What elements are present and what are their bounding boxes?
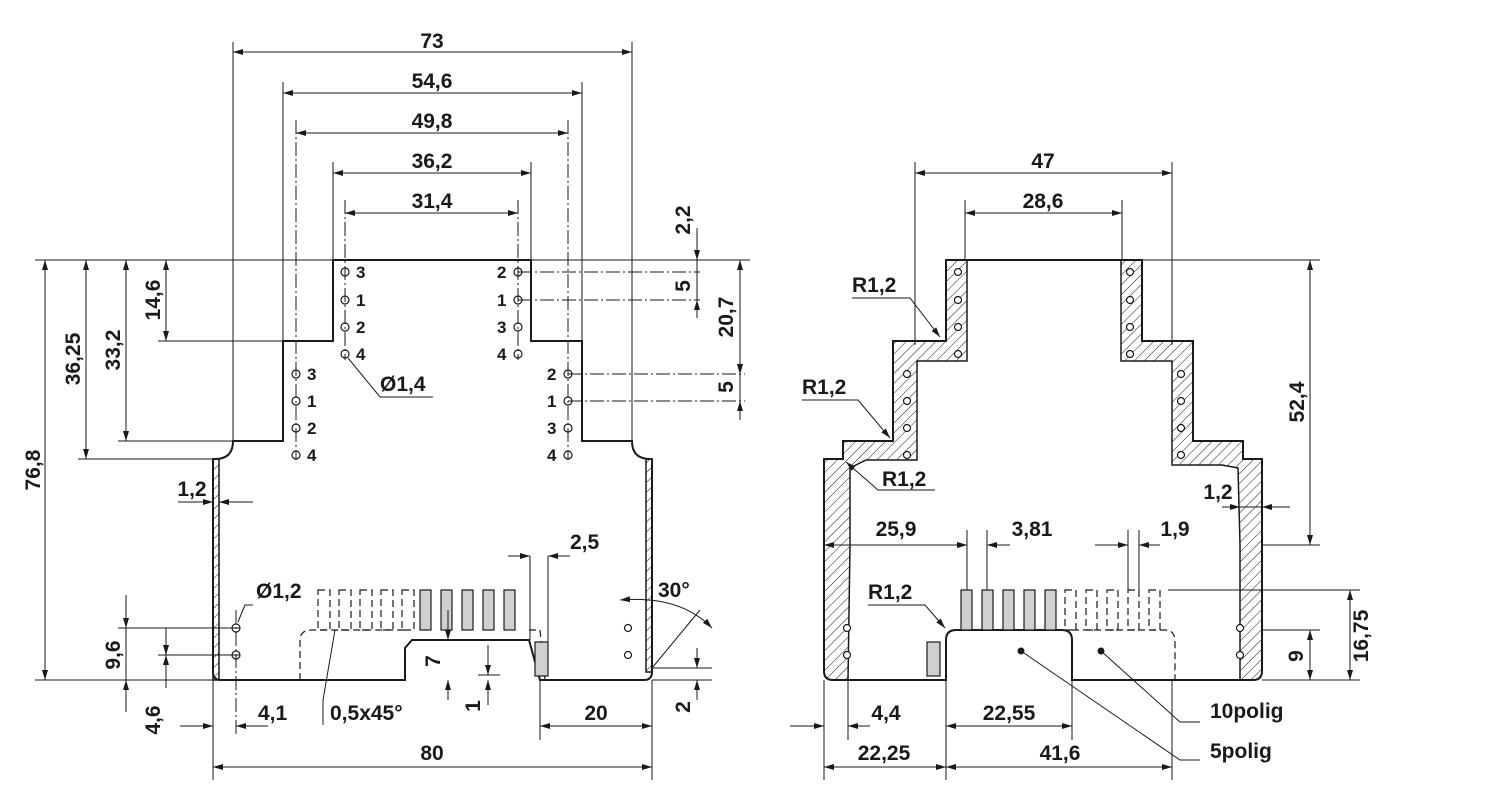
dim-7: 7 bbox=[422, 655, 445, 667]
right-view: 47 28,6 R1,2 R1,2 R1,2 R1,2 52,4 1,2 25,… bbox=[790, 150, 1373, 780]
right-pin-row bbox=[926, 589, 1161, 677]
dim-3-81: 3,81 bbox=[1012, 518, 1053, 541]
dim-31-4: 31,4 bbox=[412, 190, 453, 213]
terminal-number: 1 bbox=[356, 291, 365, 310]
dim-2-bottom: 2 bbox=[672, 701, 695, 713]
terminal-number: 4 bbox=[497, 345, 507, 364]
left-housing-outline bbox=[212, 259, 653, 681]
terminal-number: 4 bbox=[356, 345, 366, 364]
dim-radius-1: R1,2 bbox=[852, 274, 896, 297]
dim-4-1: 4,1 bbox=[258, 702, 288, 725]
dim-wall-1-2: 1,2 bbox=[177, 478, 206, 501]
dim-16-75: 16,75 bbox=[1350, 609, 1373, 662]
dim-22-55: 22,55 bbox=[983, 702, 1036, 725]
right-dimension-lines bbox=[790, 170, 1353, 770]
left-view: 3 1 2 4 2 1 3 4 3 1 2 4 2 1 3 4 bbox=[22, 30, 750, 780]
dim-76-8: 76,8 bbox=[22, 449, 45, 490]
left-pin-row bbox=[317, 589, 549, 677]
label-5-poles: 5polig bbox=[1210, 740, 1272, 763]
dim-20-7: 20,7 bbox=[715, 297, 738, 338]
left-wall-right bbox=[645, 458, 653, 673]
terminal-number: 4 bbox=[307, 446, 317, 465]
dim-36-25: 36,25 bbox=[62, 332, 85, 385]
left-dimension-lines bbox=[42, 49, 743, 770]
dim-5-top: 5 bbox=[672, 280, 695, 292]
left-extension-lines bbox=[35, 42, 750, 780]
left-terminal-holes bbox=[231, 267, 633, 660]
dim-14-6: 14,6 bbox=[142, 280, 165, 321]
terminal-number: 1 bbox=[307, 392, 316, 411]
dim-36-2: 36,2 bbox=[412, 150, 453, 173]
dim-5-mid: 5 bbox=[715, 381, 738, 393]
dim-2-2: 2,2 bbox=[672, 205, 695, 234]
right-extension-lines bbox=[823, 162, 1360, 780]
terminal-number: 1 bbox=[547, 392, 556, 411]
dim-9: 9 bbox=[1285, 650, 1308, 662]
right-dimension-texts: 47 28,6 R1,2 R1,2 R1,2 R1,2 52,4 1,2 25,… bbox=[802, 150, 1373, 765]
dim-chamfer: 0,5x45° bbox=[330, 702, 403, 725]
label-10-poles: 10polig bbox=[1210, 700, 1284, 723]
dim-hole-1-4: Ø1,4 bbox=[380, 373, 426, 396]
terminal-number: 2 bbox=[547, 365, 556, 384]
left-inner-cavity bbox=[299, 629, 546, 681]
dim-2-5: 2,5 bbox=[570, 531, 600, 554]
terminal-number: 1 bbox=[497, 291, 506, 310]
left-wall-left bbox=[212, 458, 220, 681]
dim-hole-1-2: Ø1,2 bbox=[256, 580, 302, 603]
terminal-number: 3 bbox=[356, 263, 365, 282]
right-terminal-holes bbox=[842, 267, 1245, 660]
dim-73: 73 bbox=[420, 30, 443, 53]
dim-radius-2: R1,2 bbox=[802, 376, 846, 399]
dim-80: 80 bbox=[420, 742, 443, 765]
dim-49-8: 49,8 bbox=[412, 110, 453, 133]
left-centerlines bbox=[235, 120, 745, 735]
terminal-number: 2 bbox=[356, 318, 365, 337]
left-terminal-numbers: 3 1 2 4 2 1 3 4 3 1 2 4 2 1 3 4 bbox=[307, 263, 557, 465]
dim-wall-right: 1,2 bbox=[1203, 481, 1232, 504]
dim-20: 20 bbox=[584, 702, 607, 725]
dim-25-9: 25,9 bbox=[876, 518, 917, 541]
terminal-number: 4 bbox=[547, 446, 557, 465]
right-inner-cavity bbox=[1072, 629, 1176, 680]
dim-47: 47 bbox=[1031, 150, 1054, 173]
dim-54-6: 54,6 bbox=[412, 70, 453, 93]
dim-1: 1 bbox=[462, 700, 485, 712]
dim-angle-30: 30° bbox=[658, 579, 690, 602]
dim-1-9: 1,9 bbox=[1160, 518, 1189, 541]
dim-9-6: 9,6 bbox=[102, 640, 125, 669]
terminal-number: 3 bbox=[307, 365, 316, 384]
terminal-number: 3 bbox=[547, 419, 556, 438]
dim-radius-3: R1,2 bbox=[882, 468, 926, 491]
right-housing-outline bbox=[823, 259, 1263, 681]
dim-4-4: 4,4 bbox=[871, 702, 901, 725]
left-dimension-texts: 73 54,6 49,8 36,2 31,4 76,8 36,25 33,2 1… bbox=[22, 30, 738, 765]
dim-41-6: 41,6 bbox=[1040, 742, 1081, 765]
dim-52-4: 52,4 bbox=[1286, 381, 1309, 422]
terminal-number: 2 bbox=[497, 263, 506, 282]
dim-22-25: 22,25 bbox=[858, 742, 911, 765]
dim-28-6: 28,6 bbox=[1023, 190, 1064, 213]
terminal-number: 3 bbox=[497, 318, 506, 337]
terminal-number: 2 bbox=[307, 419, 316, 438]
dim-radius-4: R1,2 bbox=[868, 581, 912, 604]
dim-4-6: 4,6 bbox=[142, 705, 165, 734]
dim-33-2: 33,2 bbox=[102, 330, 125, 371]
